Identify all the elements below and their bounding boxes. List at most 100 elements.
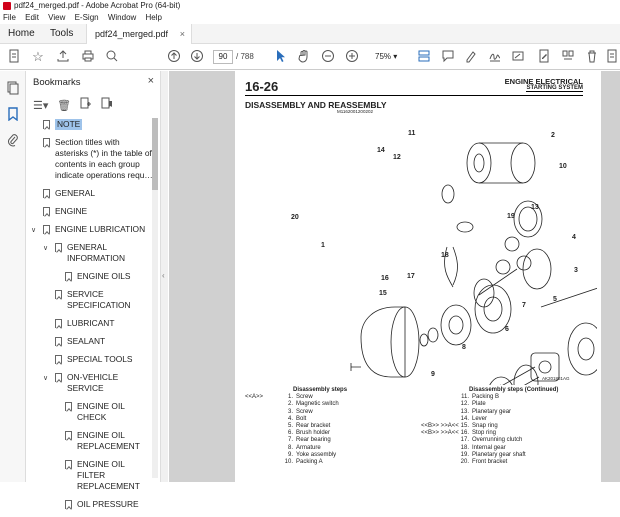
upload-icon[interactable] (55, 49, 71, 65)
bookmark-item[interactable]: ENGINE OIL CHECK (27, 401, 155, 423)
collapse-panel-icon[interactable]: ‹ (162, 271, 165, 280)
step-text: Armature (296, 444, 321, 451)
bookmark-icon (55, 319, 62, 328)
step-text: Snap ring (472, 423, 498, 430)
menu-view[interactable]: View (48, 13, 66, 22)
select-cursor-icon[interactable] (272, 49, 288, 65)
callout-5: 5 (553, 296, 557, 303)
organize-pages-icon[interactable] (560, 49, 576, 65)
panel-splitter[interactable]: ‹ (160, 71, 168, 482)
bookmark-icon (55, 337, 62, 346)
step-number: 15. (460, 423, 469, 430)
bookmark-icon (65, 402, 72, 411)
bookmarks-scroll-thumb[interactable] (152, 118, 158, 190)
bookmarks-tree: NOTE Section titles with asterisks (*) in… (27, 119, 155, 517)
bookmark-item[interactable]: OIL PRESSURE (27, 499, 155, 510)
chevron-down-icon[interactable]: ∨ (31, 227, 37, 234)
new-bookmark-icon[interactable] (80, 97, 92, 112)
page-thumbnails-icon[interactable] (7, 81, 19, 95)
step-number: 16. (460, 430, 469, 437)
bookmark-item[interactable]: Section titles with asterisks (*) in the… (27, 137, 155, 181)
bookmark-item[interactable]: SERVICE SPECIFICATION (27, 289, 155, 311)
bookmark-item[interactable]: GENERAL (27, 188, 155, 199)
zoom-level[interactable]: 75% ▾ (375, 52, 398, 61)
bookmark-item[interactable]: SPECIAL TOOLS (27, 354, 155, 365)
zoom-in-icon[interactable] (344, 49, 360, 65)
callout-17: 17 (407, 273, 415, 280)
delete-icon[interactable] (584, 49, 600, 65)
bookmark-item[interactable]: LUBRICANT (27, 318, 155, 329)
bookmark-icon (43, 225, 50, 234)
bookmark-tag-icon[interactable] (101, 97, 113, 112)
bookmark-item[interactable]: ENGINE (27, 206, 155, 217)
step-row: 18.Internal gear (421, 445, 558, 452)
step-number: 5. (287, 423, 293, 430)
step-text: Brush holder (296, 430, 331, 437)
step-text: Packing A (296, 459, 323, 466)
bookmark-item[interactable]: ENGINE OILS (27, 271, 155, 282)
bookmark-item[interactable]: ∨GENERAL INFORMATION (27, 242, 155, 264)
chevron-down-icon[interactable]: ∨ (43, 245, 49, 252)
page-down-icon[interactable] (189, 49, 205, 65)
options-menu-icon[interactable]: ☰▾ (33, 100, 49, 112)
bookmark-item[interactable]: ∨ON-VEHICLE SERVICE (27, 372, 155, 394)
tab-document[interactable]: pdf24_merged.pdf × (86, 24, 192, 44)
bookmark-label: ENGINE OILS (77, 271, 131, 281)
bookmark-item[interactable]: NOTE (27, 119, 155, 130)
menu-window[interactable]: Window (107, 13, 137, 22)
bookmark-item[interactable]: ENGINE OIL REPLACEMENT (27, 430, 155, 452)
step-number: 18. (460, 444, 469, 451)
step-row: 19.Planetary gear shaft (421, 452, 558, 459)
step-number: 14. (460, 415, 469, 422)
step-text: Packing B (472, 394, 500, 401)
bookmarks-scrollbar[interactable] (152, 118, 158, 478)
zoom-out-icon[interactable] (320, 49, 336, 65)
callout-14: 14 (377, 147, 385, 154)
print-icon[interactable] (80, 49, 96, 65)
search-icon[interactable] (104, 49, 120, 65)
page-layout-icon[interactable] (416, 49, 432, 65)
step-text: Stop ring (472, 430, 497, 437)
bookmark-icon (55, 373, 62, 382)
bookmark-item[interactable]: SEALANT (27, 336, 155, 347)
star-icon[interactable]: ☆ (32, 49, 44, 64)
tab-close-icon[interactable]: × (179, 29, 185, 39)
sign-icon[interactable] (487, 49, 503, 65)
tab-tools[interactable]: Tools (50, 28, 74, 39)
tab-home[interactable]: Home (8, 28, 35, 39)
page-number-input[interactable]: 90 (213, 50, 233, 64)
page-up-icon[interactable] (166, 49, 182, 65)
bookmark-item[interactable]: ∨ ENGINE LUBRICATION (27, 224, 155, 235)
close-panel-icon[interactable]: × (147, 75, 154, 87)
delete-bookmark-icon[interactable]: 🗑 (57, 100, 72, 112)
menu-esign[interactable]: E-Sign (74, 13, 99, 22)
menu-edit[interactable]: Edit (25, 13, 39, 22)
comment-icon[interactable] (440, 49, 456, 65)
callout-6: 6 (505, 326, 509, 333)
disassembly-steps-right: Disassembly steps (Continued)11.Packing … (421, 387, 558, 466)
bookmark-icon (65, 272, 72, 281)
menu-file[interactable]: File (3, 13, 16, 22)
step-text: Lever (472, 415, 488, 422)
step-text: Planetary gear (472, 408, 512, 415)
step-row: 10.Packing A (245, 459, 347, 466)
menu-help[interactable]: Help (145, 13, 162, 22)
fill-sign-icon[interactable] (510, 49, 526, 65)
edit-pdf-icon[interactable] (536, 49, 552, 65)
step-row: 13.Planetary gear (421, 409, 558, 416)
create-pdf-icon[interactable] (6, 49, 22, 65)
bookmark-label: ENGINE LUBRICATION (55, 224, 146, 234)
step-number: 8. (287, 444, 293, 451)
attachments-icon[interactable] (7, 133, 19, 147)
chevron-down-icon[interactable]: ∨ (43, 375, 49, 382)
more-tools-icon[interactable] (604, 49, 620, 65)
bookmarks-icon[interactable] (7, 107, 19, 122)
hand-tool-icon[interactable] (296, 49, 312, 65)
highlight-icon[interactable] (463, 49, 479, 65)
step-tag: <<B>> >>A<< (421, 423, 459, 430)
bookmark-label: OIL PRESSURE (77, 499, 139, 509)
bookmark-label: ENGINE (55, 206, 88, 216)
document-viewer[interactable]: 16-26 ENGINE ELECTRICAL STARTING SYSTEM … (169, 71, 620, 482)
bookmark-item[interactable]: ENGINE OIL FILTER REPLACEMENT (27, 459, 155, 492)
